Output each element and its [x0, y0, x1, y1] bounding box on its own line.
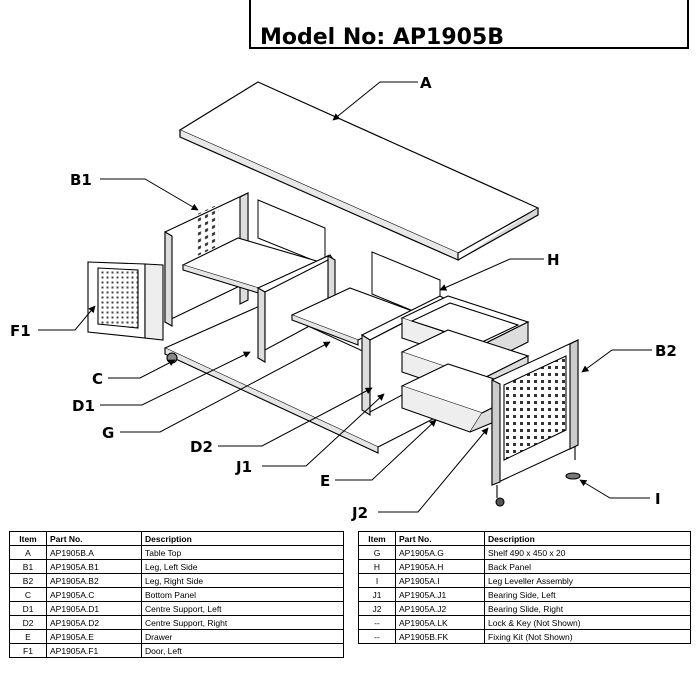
callout-G: G	[102, 424, 114, 442]
cell-item: J2	[358, 601, 396, 616]
cell-description: Centre Support, Left	[141, 601, 344, 616]
cell-part-no: AP1905A.C	[46, 587, 142, 602]
cell-item: --	[358, 629, 396, 644]
cell-description: Lock & Key (Not Shown)	[484, 615, 691, 630]
callout-A: A	[420, 74, 432, 92]
cell-part-no: AP1905A.I	[395, 573, 485, 588]
cell-part-no: AP1905A.H	[395, 559, 485, 574]
cell-description: Door, Left	[141, 643, 344, 658]
cell-part-no: AP1905A.D1	[46, 601, 142, 616]
cell-part-no: AP1905A.B2	[46, 573, 142, 588]
cell-item: B1	[9, 559, 47, 574]
callout-D1: D1	[72, 397, 95, 415]
cell-description: Fixing Kit (Not Shown)	[484, 629, 691, 644]
col-item: Item	[9, 531, 47, 546]
cell-part-no: AP1905A.J2	[395, 601, 485, 616]
col-description: Description	[484, 531, 691, 546]
callout-J2: J2	[351, 504, 368, 522]
callout-I: I	[655, 490, 661, 508]
col-description: Description	[141, 531, 344, 546]
cell-description: Drawer	[141, 629, 344, 644]
callout-H: H	[547, 251, 560, 269]
cell-part-no: AP1905B.FK	[395, 629, 485, 644]
leg-right-side	[491, 339, 581, 507]
cell-part-no: AP1905A.F1	[46, 643, 142, 658]
cell-part-no: AP1905A.LK	[395, 615, 485, 630]
cell-item: G	[358, 545, 396, 560]
cell-item: F1	[9, 643, 47, 658]
cell-description: Back Panel	[484, 559, 691, 574]
callout-E: E	[320, 472, 330, 490]
cell-description: Bearing Side, Left	[484, 587, 691, 602]
cell-description: Leg, Left Side	[141, 559, 344, 574]
cell-description: Leg Leveller Assembly	[484, 573, 691, 588]
cell-part-no: AP1905A.G	[395, 545, 485, 560]
cell-part-no: AP1905A.B1	[46, 559, 142, 574]
col-part-no: Part No.	[395, 531, 485, 546]
cell-item: J1	[358, 587, 396, 602]
table-header-row: Item Part No. Description	[9, 531, 344, 546]
cell-item: B2	[9, 573, 47, 588]
callout-D2: D2	[190, 438, 213, 456]
cell-item: E	[9, 629, 47, 644]
drawers	[400, 295, 530, 433]
cell-item: I	[358, 573, 396, 588]
centre-support-left	[257, 254, 336, 363]
callout-B2: B2	[655, 342, 677, 360]
col-part-no: Part No.	[46, 531, 142, 546]
cell-description: Centre Support, Right	[141, 615, 344, 630]
cell-item: D2	[9, 615, 47, 630]
cell-item: C	[9, 587, 47, 602]
col-item: Item	[358, 531, 396, 546]
cell-description: Bottom Panel	[141, 587, 344, 602]
cell-description: Table Top	[141, 545, 344, 560]
cell-item: A	[9, 545, 47, 560]
cell-description: Bearing Slide, Right	[484, 601, 691, 616]
cell-item: H	[358, 559, 396, 574]
model-title-box: Model No: AP1905B	[249, 0, 689, 50]
callout-C: C	[92, 370, 103, 388]
table-header-row: Item Part No. Description	[358, 531, 691, 546]
table-top	[178, 81, 540, 261]
cell-part-no: AP1905B.A	[46, 545, 142, 560]
exploded-diagram: Model No: AP1905B	[10, 0, 689, 522]
cell-part-no: AP1905A.E	[46, 629, 142, 644]
callout-F1: F1	[10, 322, 31, 340]
callout-labels: A B1 F1 C D1 G D2 J1 E H B2 I J2	[10, 74, 677, 522]
cell-item: --	[358, 615, 396, 630]
cell-part-no: AP1905A.J1	[395, 587, 485, 602]
cell-part-no: AP1905A.D2	[46, 615, 142, 630]
callout-B1: B1	[70, 171, 92, 189]
callout-leaders	[38, 81, 652, 513]
door-left	[87, 261, 164, 341]
model-title: Model No: AP1905B	[260, 25, 504, 50]
cell-description: Leg, Right Side	[141, 573, 344, 588]
callout-J1: J1	[235, 458, 252, 476]
cell-description: Shelf 490 x 450 x 20	[484, 545, 691, 560]
cell-item: D1	[9, 601, 47, 616]
